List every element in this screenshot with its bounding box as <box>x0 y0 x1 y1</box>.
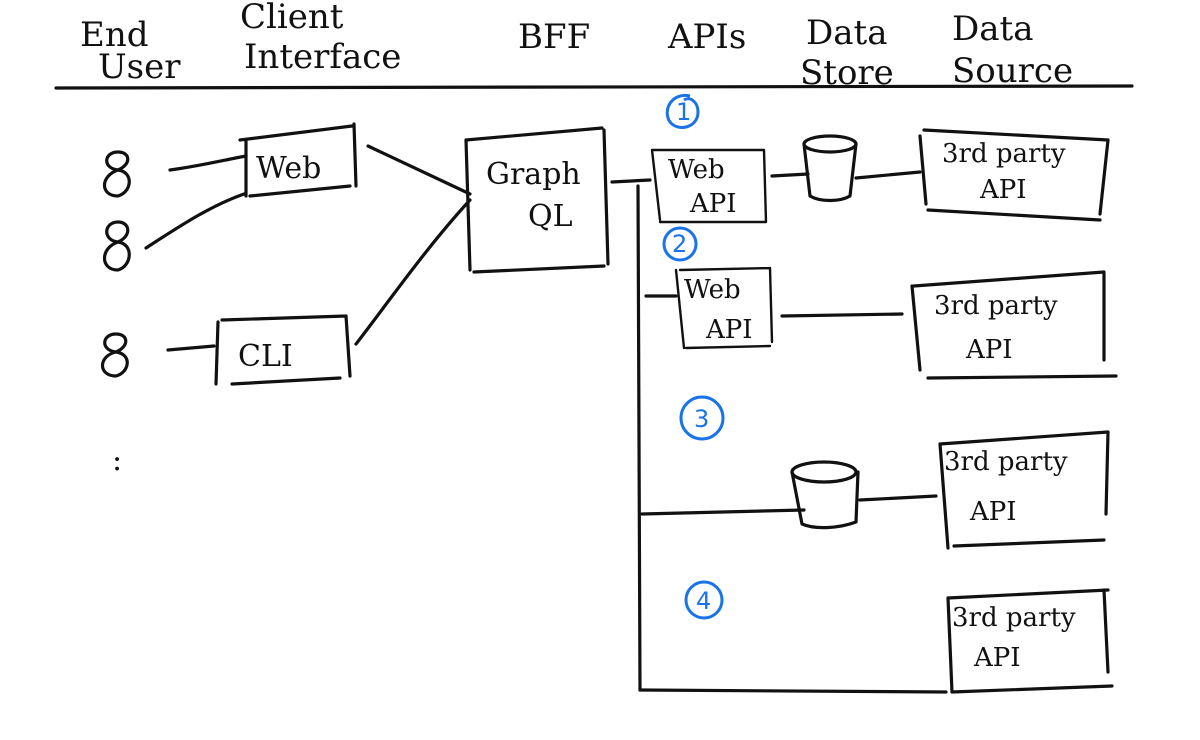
edge-user3-cli <box>166 344 216 352</box>
route-marker-3: 3 <box>679 395 725 441</box>
route-number-3: 3 <box>694 405 709 433</box>
source-4-label-line2: API <box>973 643 1021 673</box>
header-bff: BFF <box>518 17 590 57</box>
edge-web-bff <box>366 144 472 196</box>
api-1-label-line2: API <box>689 189 737 219</box>
api-1-box: Web API <box>650 148 768 224</box>
edge-user1-web <box>168 154 248 172</box>
header-data-source-line2: Source <box>952 51 1073 91</box>
api-2-label-line2: API <box>705 315 753 345</box>
edge-store3-source3 <box>858 494 938 502</box>
edge-user2-web <box>144 192 246 250</box>
source-4-box: 3rd party API <box>946 588 1114 694</box>
source-3-label-line1: 3rd party <box>944 447 1068 477</box>
source-2-label-line2: API <box>965 335 1013 365</box>
route-number-4: 4 <box>696 587 711 615</box>
route-marker-2: 2 <box>662 226 698 262</box>
edge-api1-store1 <box>770 172 810 178</box>
header-divider <box>54 84 1134 90</box>
source-2-label-line1: 3rd party <box>934 291 1058 321</box>
edge-trunk-source4 <box>638 688 948 694</box>
edge-cli-bff <box>354 198 472 346</box>
user-icon <box>100 332 129 378</box>
header-data-store-line1: Data <box>806 13 887 53</box>
api-2-label-line1: Web <box>684 275 741 305</box>
header-end-user-line1: End <box>80 15 148 55</box>
api-1-label-line1: Web <box>668 155 725 185</box>
user-icon <box>102 220 131 272</box>
trunk-vertical <box>636 184 642 692</box>
user-icon <box>102 150 131 198</box>
route-marker-4: 4 <box>684 580 724 620</box>
data-store-1-icon <box>802 134 858 203</box>
edge-trunk-store3 <box>640 508 806 516</box>
header-client-line1: Client <box>240 0 344 37</box>
more-users-ellipsis: : <box>112 443 122 478</box>
route-number-2: 2 <box>672 230 687 258</box>
api-2-box: Web API <box>674 266 774 350</box>
bff-graphql-box: Graph QL <box>464 126 610 274</box>
client-web-box: Web <box>238 122 358 198</box>
header-client-line2: Interface <box>244 37 401 77</box>
header-end-user-line2: User <box>98 47 181 87</box>
column-headers: End User Client Interface BFF APIs Data … <box>80 0 1073 93</box>
source-1-label-line1: 3rd party <box>942 139 1066 169</box>
source-3-box: 3rd party API <box>938 430 1110 550</box>
data-store-3-icon <box>790 460 860 530</box>
edge-bff-api1 <box>610 178 652 184</box>
route-number-1: 1 <box>676 98 691 126</box>
edge-api2-source2 <box>780 312 904 318</box>
source-4-label-line1: 3rd party <box>952 603 1076 633</box>
route-marker-1: 1 <box>665 93 700 129</box>
client-cli-box: CLI <box>214 314 352 386</box>
source-1-label-line2: API <box>979 175 1027 205</box>
bff-label-line2: QL <box>528 199 573 234</box>
source-2-box: 3rd party API <box>910 270 1118 380</box>
end-user-icons: : <box>100 150 131 478</box>
edge-store1-source1 <box>854 170 922 180</box>
header-apis: APIs <box>667 17 746 57</box>
bff-label-line1: Graph <box>486 157 581 192</box>
source-1-box: 3rd party API <box>918 128 1110 222</box>
header-data-source-line1: Data <box>952 9 1033 49</box>
source-3-label-line2: API <box>969 497 1017 527</box>
client-web-label: Web <box>256 151 321 186</box>
client-cli-label: CLI <box>238 339 293 374</box>
